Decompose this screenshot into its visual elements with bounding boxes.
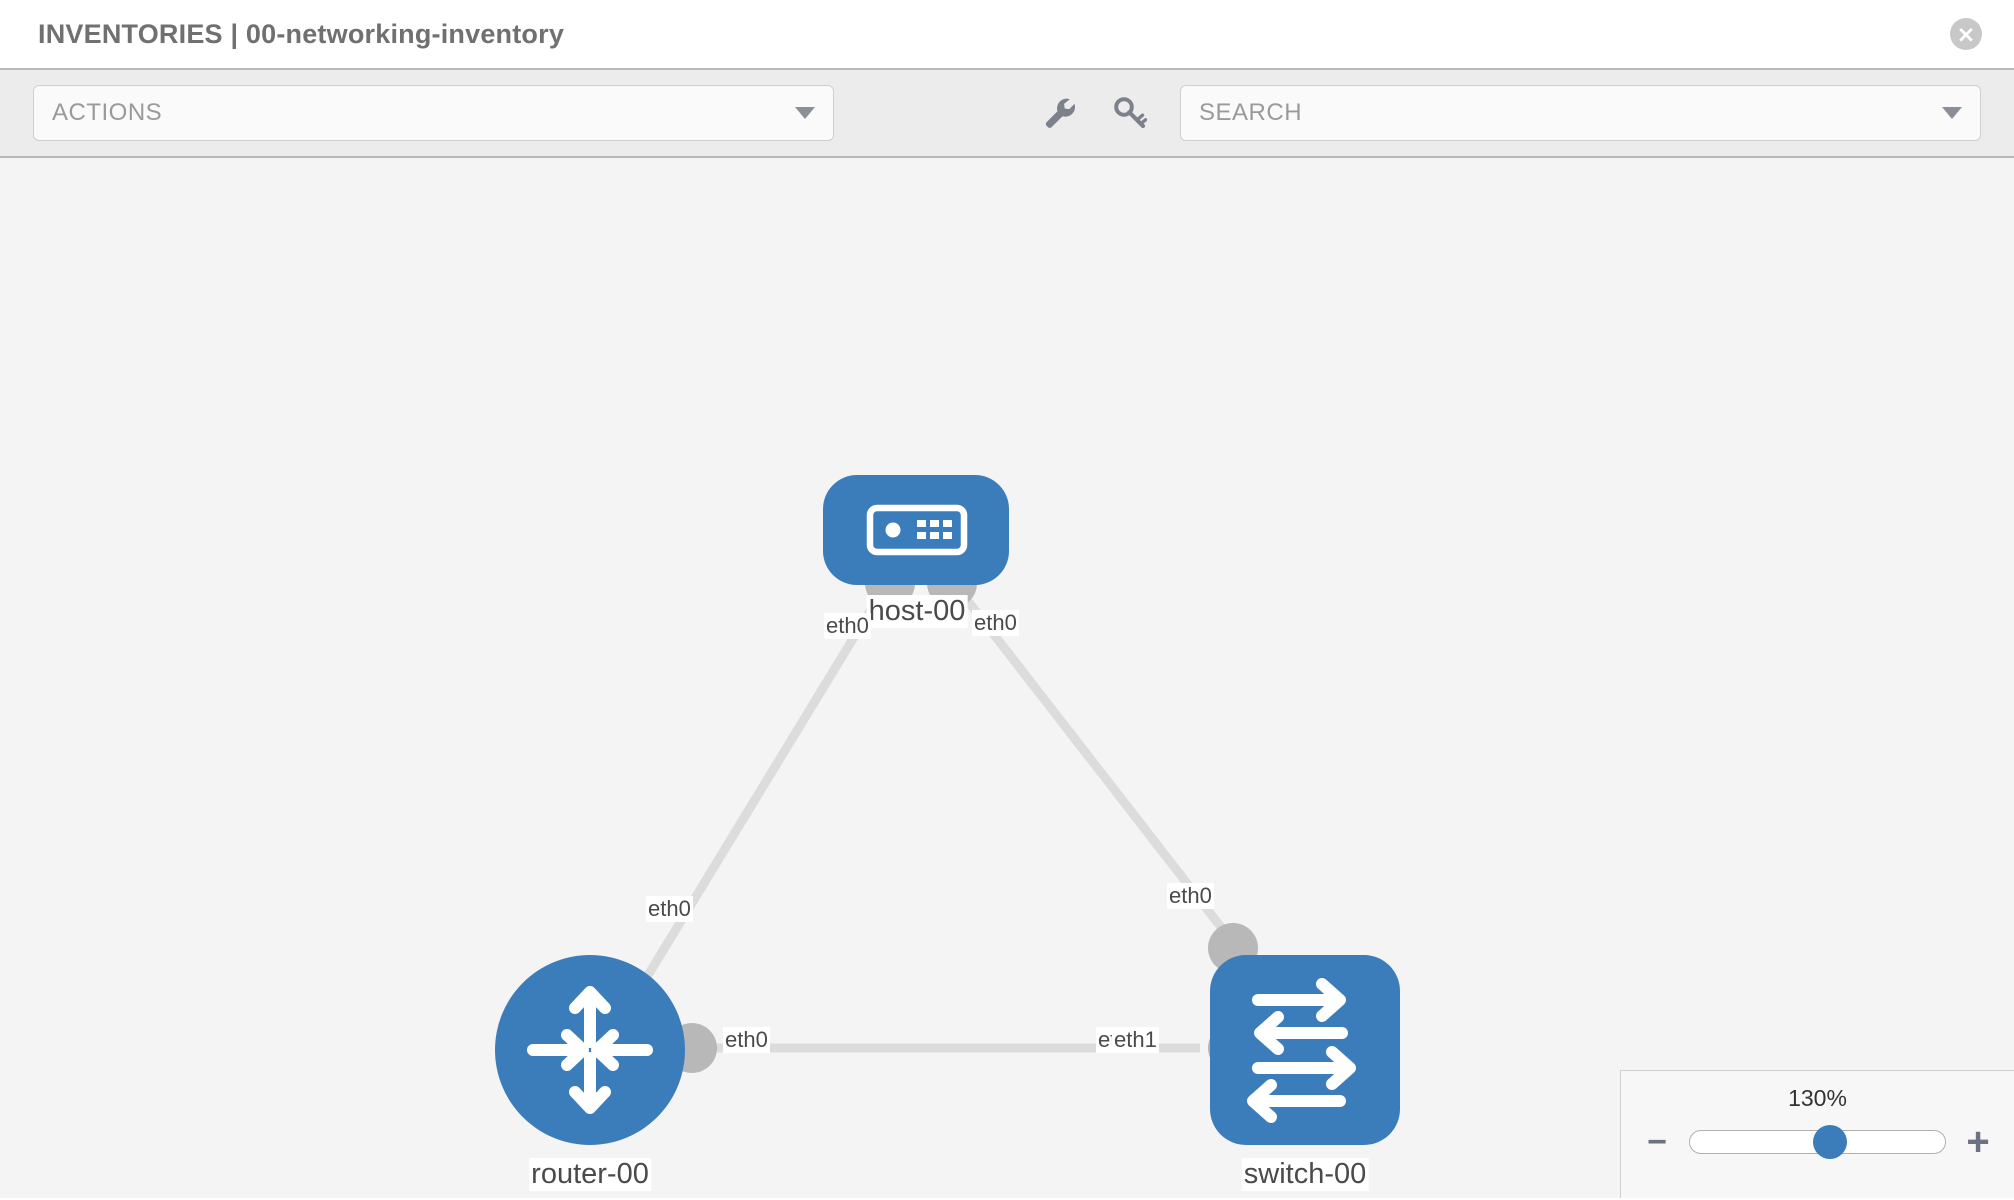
switch-icon [1247,978,1356,1123]
wrench-icon[interactable] [1040,93,1080,133]
node-label-router-00: router-00 [529,1158,651,1191]
zoom-slider-thumb[interactable] [1813,1125,1848,1159]
zoom-level-value: 130% [1788,1085,1847,1111]
zoom-in-button[interactable]: + [1966,1120,1990,1164]
close-icon [1959,28,1973,42]
edge-label-host00-eth0-right: eth0 [972,610,1019,636]
edge-label-switch00-eth0-uplink: eth0 [1167,883,1214,909]
zoom-control-panel: 130% − + [1620,1070,2014,1198]
zoom-slider-row: − + [1621,1122,2014,1162]
topology-canvas[interactable]: host-00 router-00 switch-00 eth0 eth0 et… [0,158,2014,1198]
edge-label-router00-eth0: eth0 [723,1027,770,1053]
toolbar: ACTIONS [0,68,2014,158]
edge-label-host00-eth0-left: eth0 [824,613,871,639]
search-box[interactable] [1180,85,1981,141]
topology-ports [667,558,1258,1073]
router-icon [527,986,653,1114]
actions-dropdown-label: ACTIONS [52,99,163,126]
link-host00-router00[interactable] [621,575,894,1016]
topology-graph [495,475,1400,1145]
zoom-out-button[interactable]: − [1647,1123,1667,1161]
page-header: INVENTORIES | 00-networking-inventory [0,0,2014,68]
node-label-host-00: host-00 [866,595,968,628]
chevron-down-icon [795,107,815,119]
node-switch-00[interactable] [1210,955,1400,1145]
chevron-down-icon[interactable] [1942,107,1962,119]
page-title: INVENTORIES | 00-networking-inventory [38,18,565,49]
edge-label-router00-eth0-uplink: eth0 [646,896,693,922]
key-icon[interactable] [1110,93,1150,133]
search-input[interactable] [1199,99,1942,127]
close-button[interactable] [1950,18,1982,50]
node-label-switch-00: switch-00 [1241,1158,1369,1191]
server-icon [866,504,968,556]
topology-links [621,575,1249,1053]
edge-label-switch00-eth1: eth1 [1112,1027,1159,1053]
node-host-00[interactable] [823,475,1009,585]
actions-dropdown[interactable]: ACTIONS [33,85,834,141]
toolbar-icon-group [1040,93,1150,133]
node-router-00[interactable] [495,955,685,1145]
zoom-slider-track[interactable] [1689,1125,1946,1159]
